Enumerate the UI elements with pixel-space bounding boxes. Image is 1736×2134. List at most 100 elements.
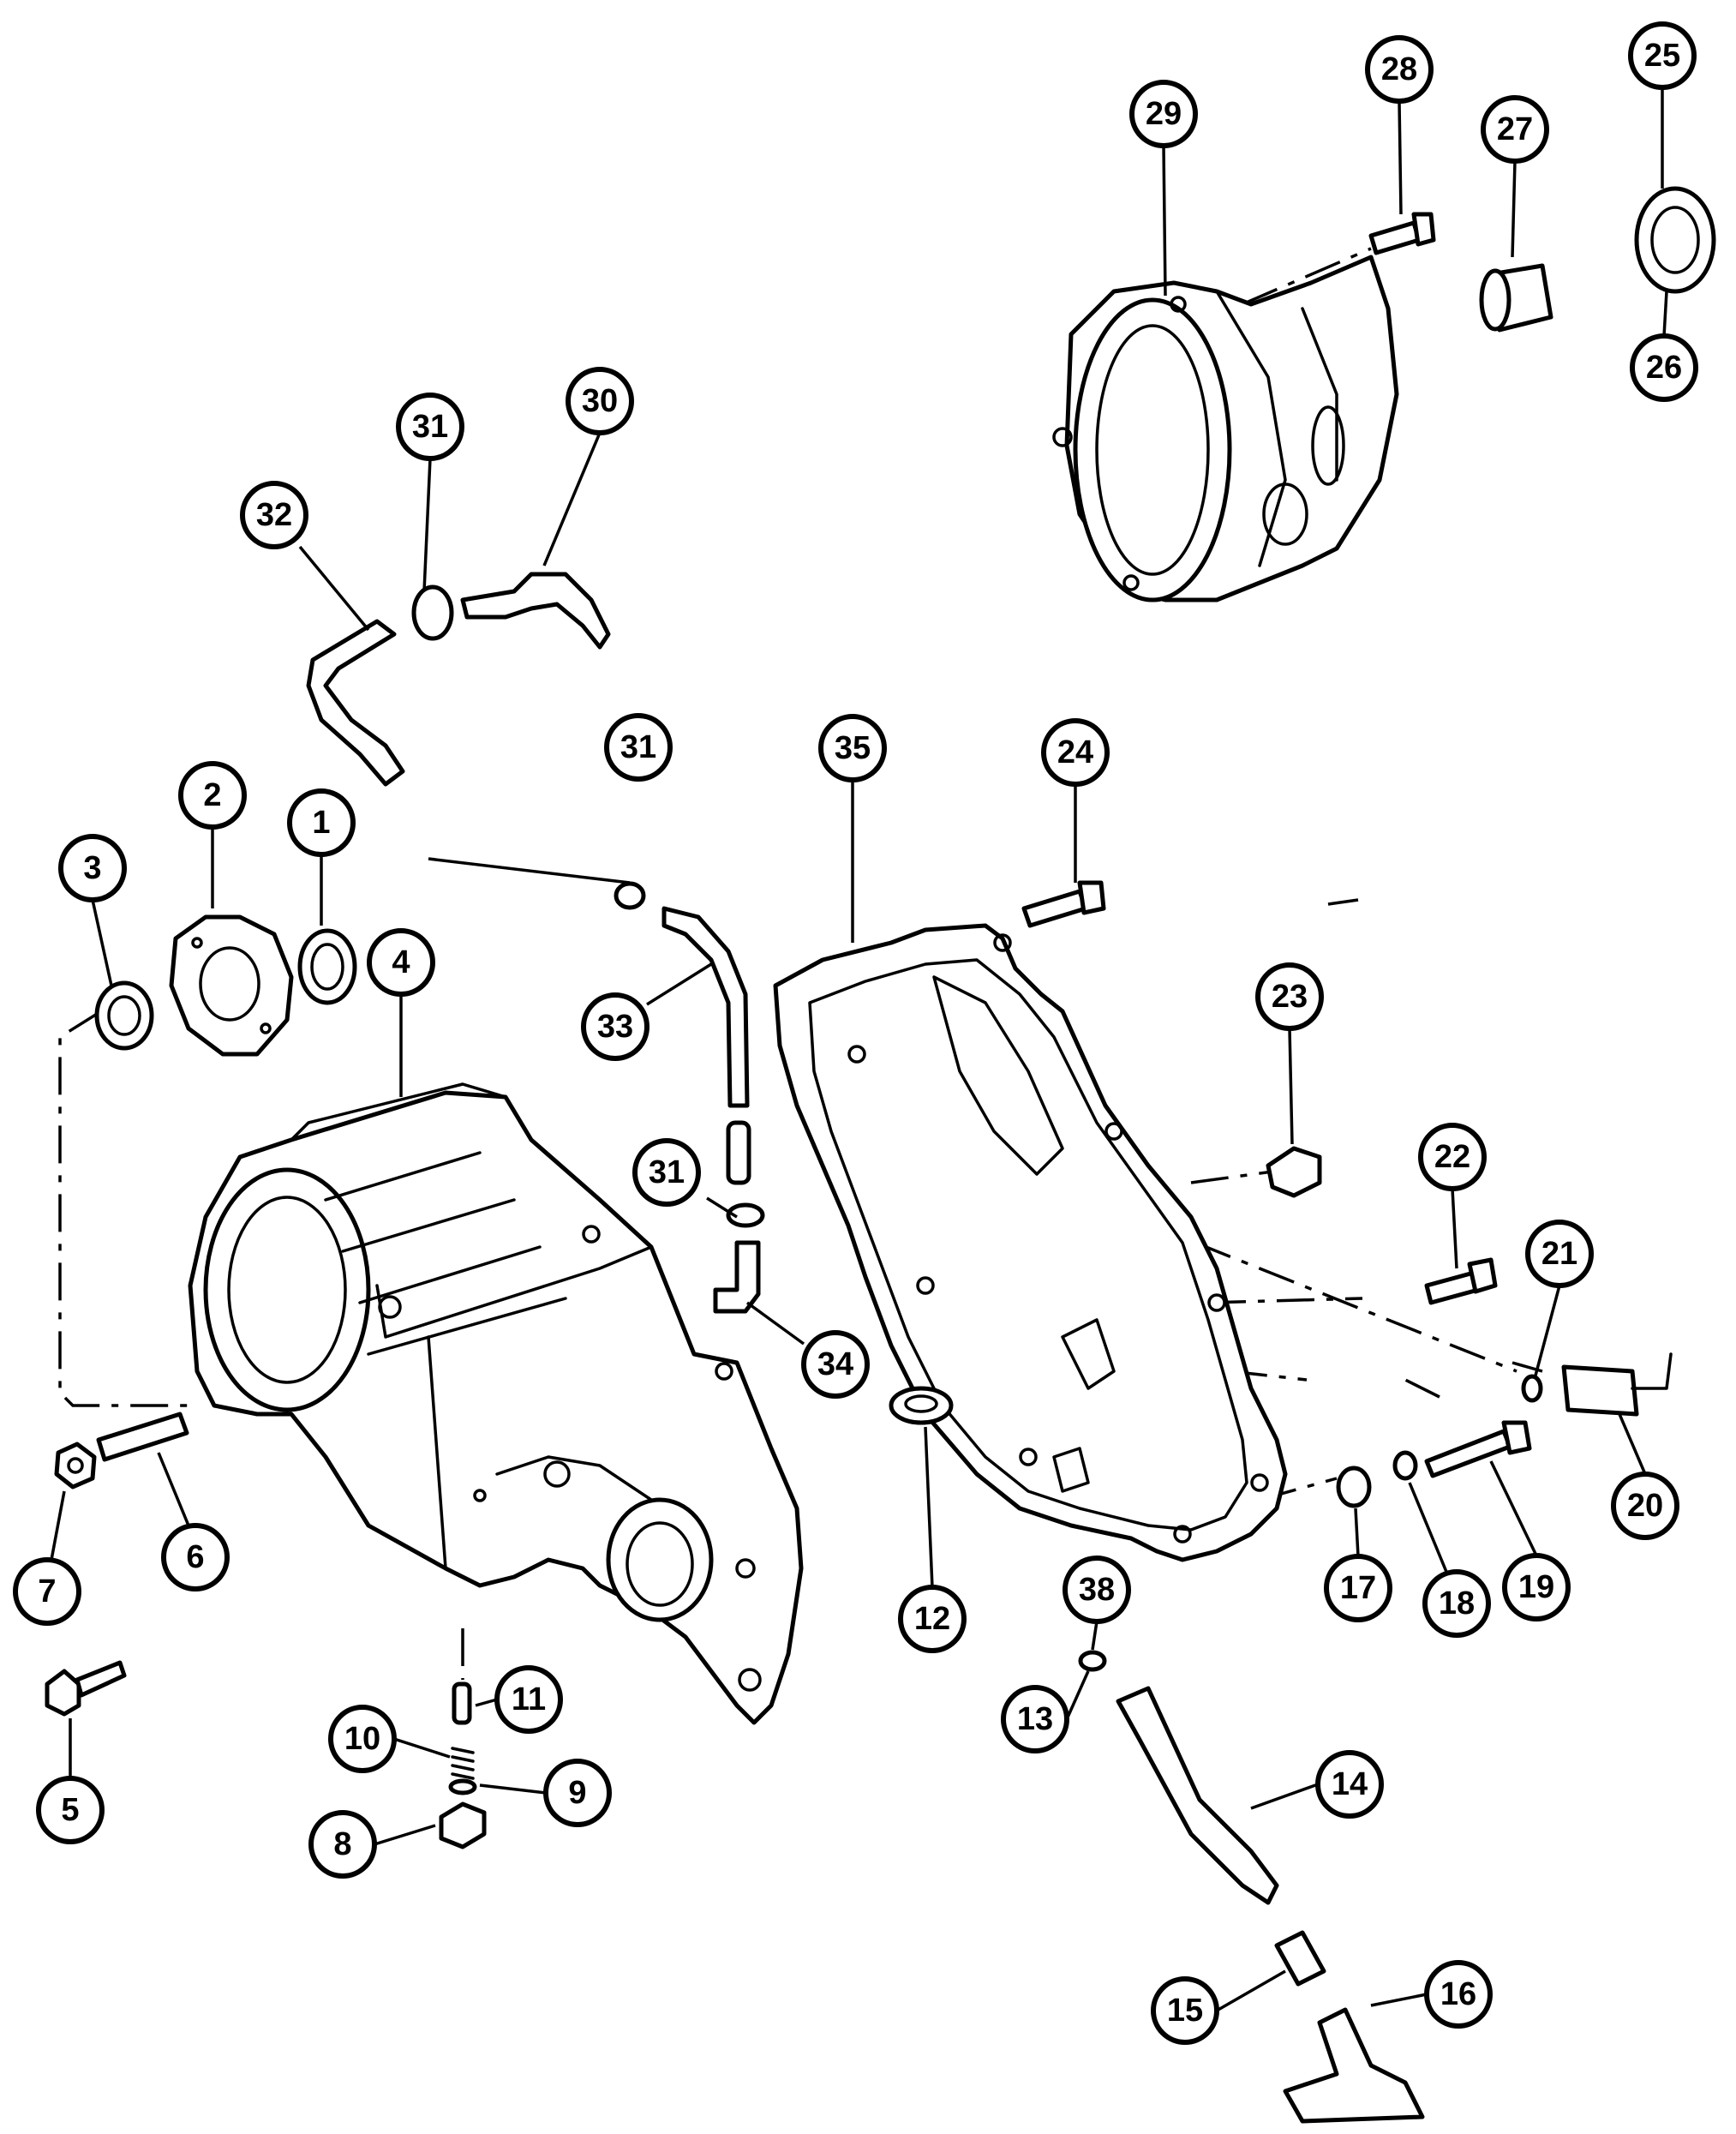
part-30-vent-tube <box>460 572 611 650</box>
callout-22-label: 22 <box>1434 1139 1470 1175</box>
part-14-oil-pickup-tube <box>1116 1686 1279 1905</box>
part-31-clamp-upper <box>411 584 454 641</box>
callout-2-label: 2 <box>203 777 221 813</box>
callout-31-middle: 31 <box>604 713 673 782</box>
callout-31-middle-label: 31 <box>620 729 656 765</box>
part-22-bolt <box>1424 1257 1498 1305</box>
part-15-connector <box>1274 1930 1326 1987</box>
part-3-seal <box>94 980 154 1051</box>
callout-2: 2 <box>178 761 247 830</box>
callout-27-label: 27 <box>1497 111 1533 147</box>
callout-31-upper: 31 <box>396 393 464 461</box>
callout-34: 34 <box>801 1330 870 1399</box>
part-31-clamp-middle <box>614 881 646 910</box>
callout-4: 4 <box>367 928 435 997</box>
part-8-plug <box>439 1801 487 1849</box>
leader-lines <box>50 87 1668 2012</box>
callout-15-label: 15 <box>1167 1993 1203 2029</box>
callout-28: 28 <box>1365 35 1434 104</box>
callout-6: 6 <box>161 1523 230 1592</box>
callout-31-upper-label: 31 <box>412 409 448 445</box>
part-11-pin <box>452 1681 472 1725</box>
callout-21-label: 21 <box>1541 1236 1577 1272</box>
callout-33: 33 <box>581 992 650 1061</box>
callout-11-label: 11 <box>512 1681 546 1717</box>
part-5-bolt <box>45 1660 127 1717</box>
callout-3: 3 <box>58 834 127 902</box>
callout-21: 21 <box>1525 1220 1594 1288</box>
callout-11: 11 <box>494 1665 563 1734</box>
part-31-clamp-lower <box>726 1202 765 1228</box>
callout-17-label: 17 <box>1340 1570 1376 1606</box>
callout-7-label: 7 <box>38 1574 56 1609</box>
callout-22: 22 <box>1418 1123 1487 1191</box>
callout-25-label: 25 <box>1644 38 1680 74</box>
callout-20-label: 20 <box>1627 1488 1663 1524</box>
callout-18-label: 18 <box>1439 1586 1475 1621</box>
part-28-bolt <box>1368 212 1436 255</box>
part-17-dowel <box>1336 1466 1372 1508</box>
callout-26: 26 <box>1630 333 1698 402</box>
callout-34-label: 34 <box>817 1346 853 1382</box>
callout-8-label: 8 <box>333 1826 351 1862</box>
callout-10-label: 10 <box>344 1721 380 1757</box>
callout-25: 25 <box>1628 21 1697 90</box>
callout-12: 12 <box>898 1585 967 1653</box>
callout-23-label: 23 <box>1272 979 1308 1015</box>
callout-13: 13 <box>1001 1685 1069 1753</box>
part-32-vent-hose <box>306 619 405 787</box>
callout-5-label: 5 <box>61 1792 79 1828</box>
callout-1: 1 <box>287 788 356 857</box>
callout-8: 8 <box>308 1810 377 1879</box>
part-19-bolt <box>1424 1420 1532 1478</box>
callout-9: 9 <box>543 1759 612 1827</box>
part-27-bushing <box>1479 263 1553 333</box>
callout-16-label: 16 <box>1440 1976 1476 2012</box>
callout-27: 27 <box>1481 95 1549 164</box>
callout-32: 32 <box>240 481 308 549</box>
callout-14-label: 14 <box>1332 1766 1368 1802</box>
callout-29-label: 29 <box>1146 96 1182 132</box>
callout-33-label: 33 <box>597 1009 633 1045</box>
callout-14: 14 <box>1315 1750 1384 1819</box>
part-7-nut <box>54 1442 97 1490</box>
callout-30-label: 30 <box>582 383 618 419</box>
callout-18: 18 <box>1422 1569 1491 1638</box>
callout-31-lower: 31 <box>632 1138 701 1207</box>
callout-28-label: 28 <box>1381 51 1417 87</box>
callout-20: 20 <box>1611 1472 1679 1540</box>
part-9-washer <box>448 1778 477 1795</box>
callout-5: 5 <box>36 1776 105 1844</box>
callout-12-label: 12 <box>914 1601 950 1637</box>
callout-17: 17 <box>1324 1554 1392 1622</box>
part-23-plug <box>1266 1146 1322 1198</box>
callout-24: 24 <box>1041 718 1110 787</box>
callout-31-lower-label: 31 <box>649 1154 685 1190</box>
callout-10: 10 <box>328 1705 397 1773</box>
callout-19-label: 19 <box>1518 1569 1554 1605</box>
part-25-seal <box>1634 186 1716 294</box>
part-16-oil-filter-screen <box>1283 2007 1425 2124</box>
callout-24-label: 24 <box>1057 734 1093 770</box>
callout-29: 29 <box>1129 80 1198 148</box>
callout-30: 30 <box>566 367 634 435</box>
part-35-rear-case-half <box>773 923 1288 1562</box>
part-18-washer <box>1392 1450 1418 1481</box>
callout-38: 38 <box>1063 1556 1131 1624</box>
callout-19: 19 <box>1502 1553 1571 1621</box>
callout-1-label: 1 <box>312 805 330 841</box>
callout-15: 15 <box>1151 1976 1219 2045</box>
part-20-indicator-switch <box>1561 1352 1673 1417</box>
callout-13-label: 13 <box>1017 1701 1053 1737</box>
callout-6-label: 6 <box>186 1539 204 1575</box>
callout-26-label: 26 <box>1646 350 1682 386</box>
part-6-stud <box>96 1412 189 1462</box>
part-24-bolt <box>1021 880 1106 928</box>
callout-7: 7 <box>13 1557 81 1626</box>
part-1-bearing-ring <box>297 928 357 1005</box>
part-21-o-ring <box>1521 1374 1543 1403</box>
part-34-elbow <box>713 1240 761 1314</box>
part-2-oil-pump <box>169 914 294 1057</box>
callout-35: 35 <box>818 714 887 782</box>
